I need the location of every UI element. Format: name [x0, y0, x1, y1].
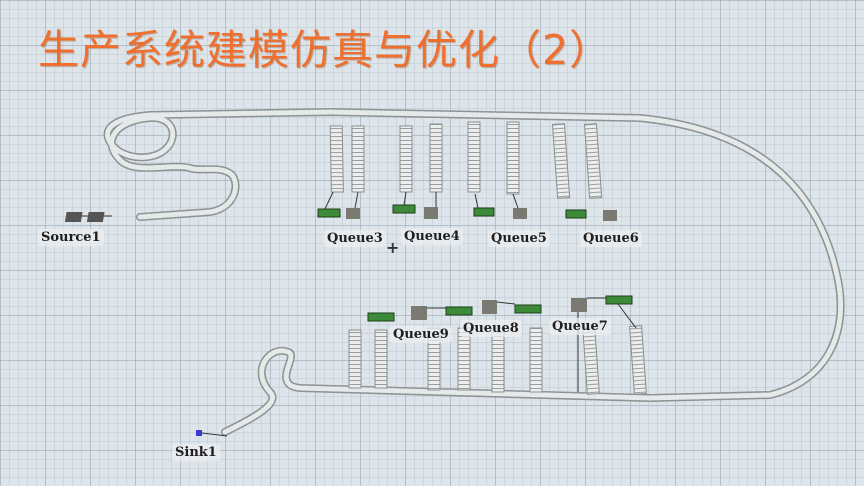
upper-processors[interactable] — [317, 191, 617, 221]
queue4-label[interactable]: Queue4 — [401, 228, 463, 245]
sink-label[interactable]: Sink1 — [172, 444, 220, 461]
source-queue-box[interactable] — [64, 212, 83, 222]
queue6-label[interactable]: Queue6 — [580, 230, 642, 247]
upper-queue-racks — [329, 121, 603, 199]
source-label[interactable]: Source1 — [38, 229, 104, 246]
lower-processors[interactable] — [367, 295, 637, 392]
slide-title: 生产系统建模仿真与优化（2） — [38, 26, 612, 74]
queue7-label[interactable]: Queue7 — [549, 318, 611, 335]
queue3-label[interactable]: Queue3 — [324, 230, 386, 247]
queue9-label[interactable]: Queue9 — [390, 326, 452, 343]
queue5-label[interactable]: Queue5 — [488, 230, 550, 247]
main-conveyor[interactable] — [103, 107, 845, 436]
crosshair-cursor-icon: + — [386, 238, 400, 257]
lower-queue-racks — [348, 325, 647, 395]
sink-object[interactable] — [196, 430, 202, 436]
source-processor-box[interactable] — [86, 212, 105, 222]
queue8-label[interactable]: Queue8 — [460, 320, 522, 337]
